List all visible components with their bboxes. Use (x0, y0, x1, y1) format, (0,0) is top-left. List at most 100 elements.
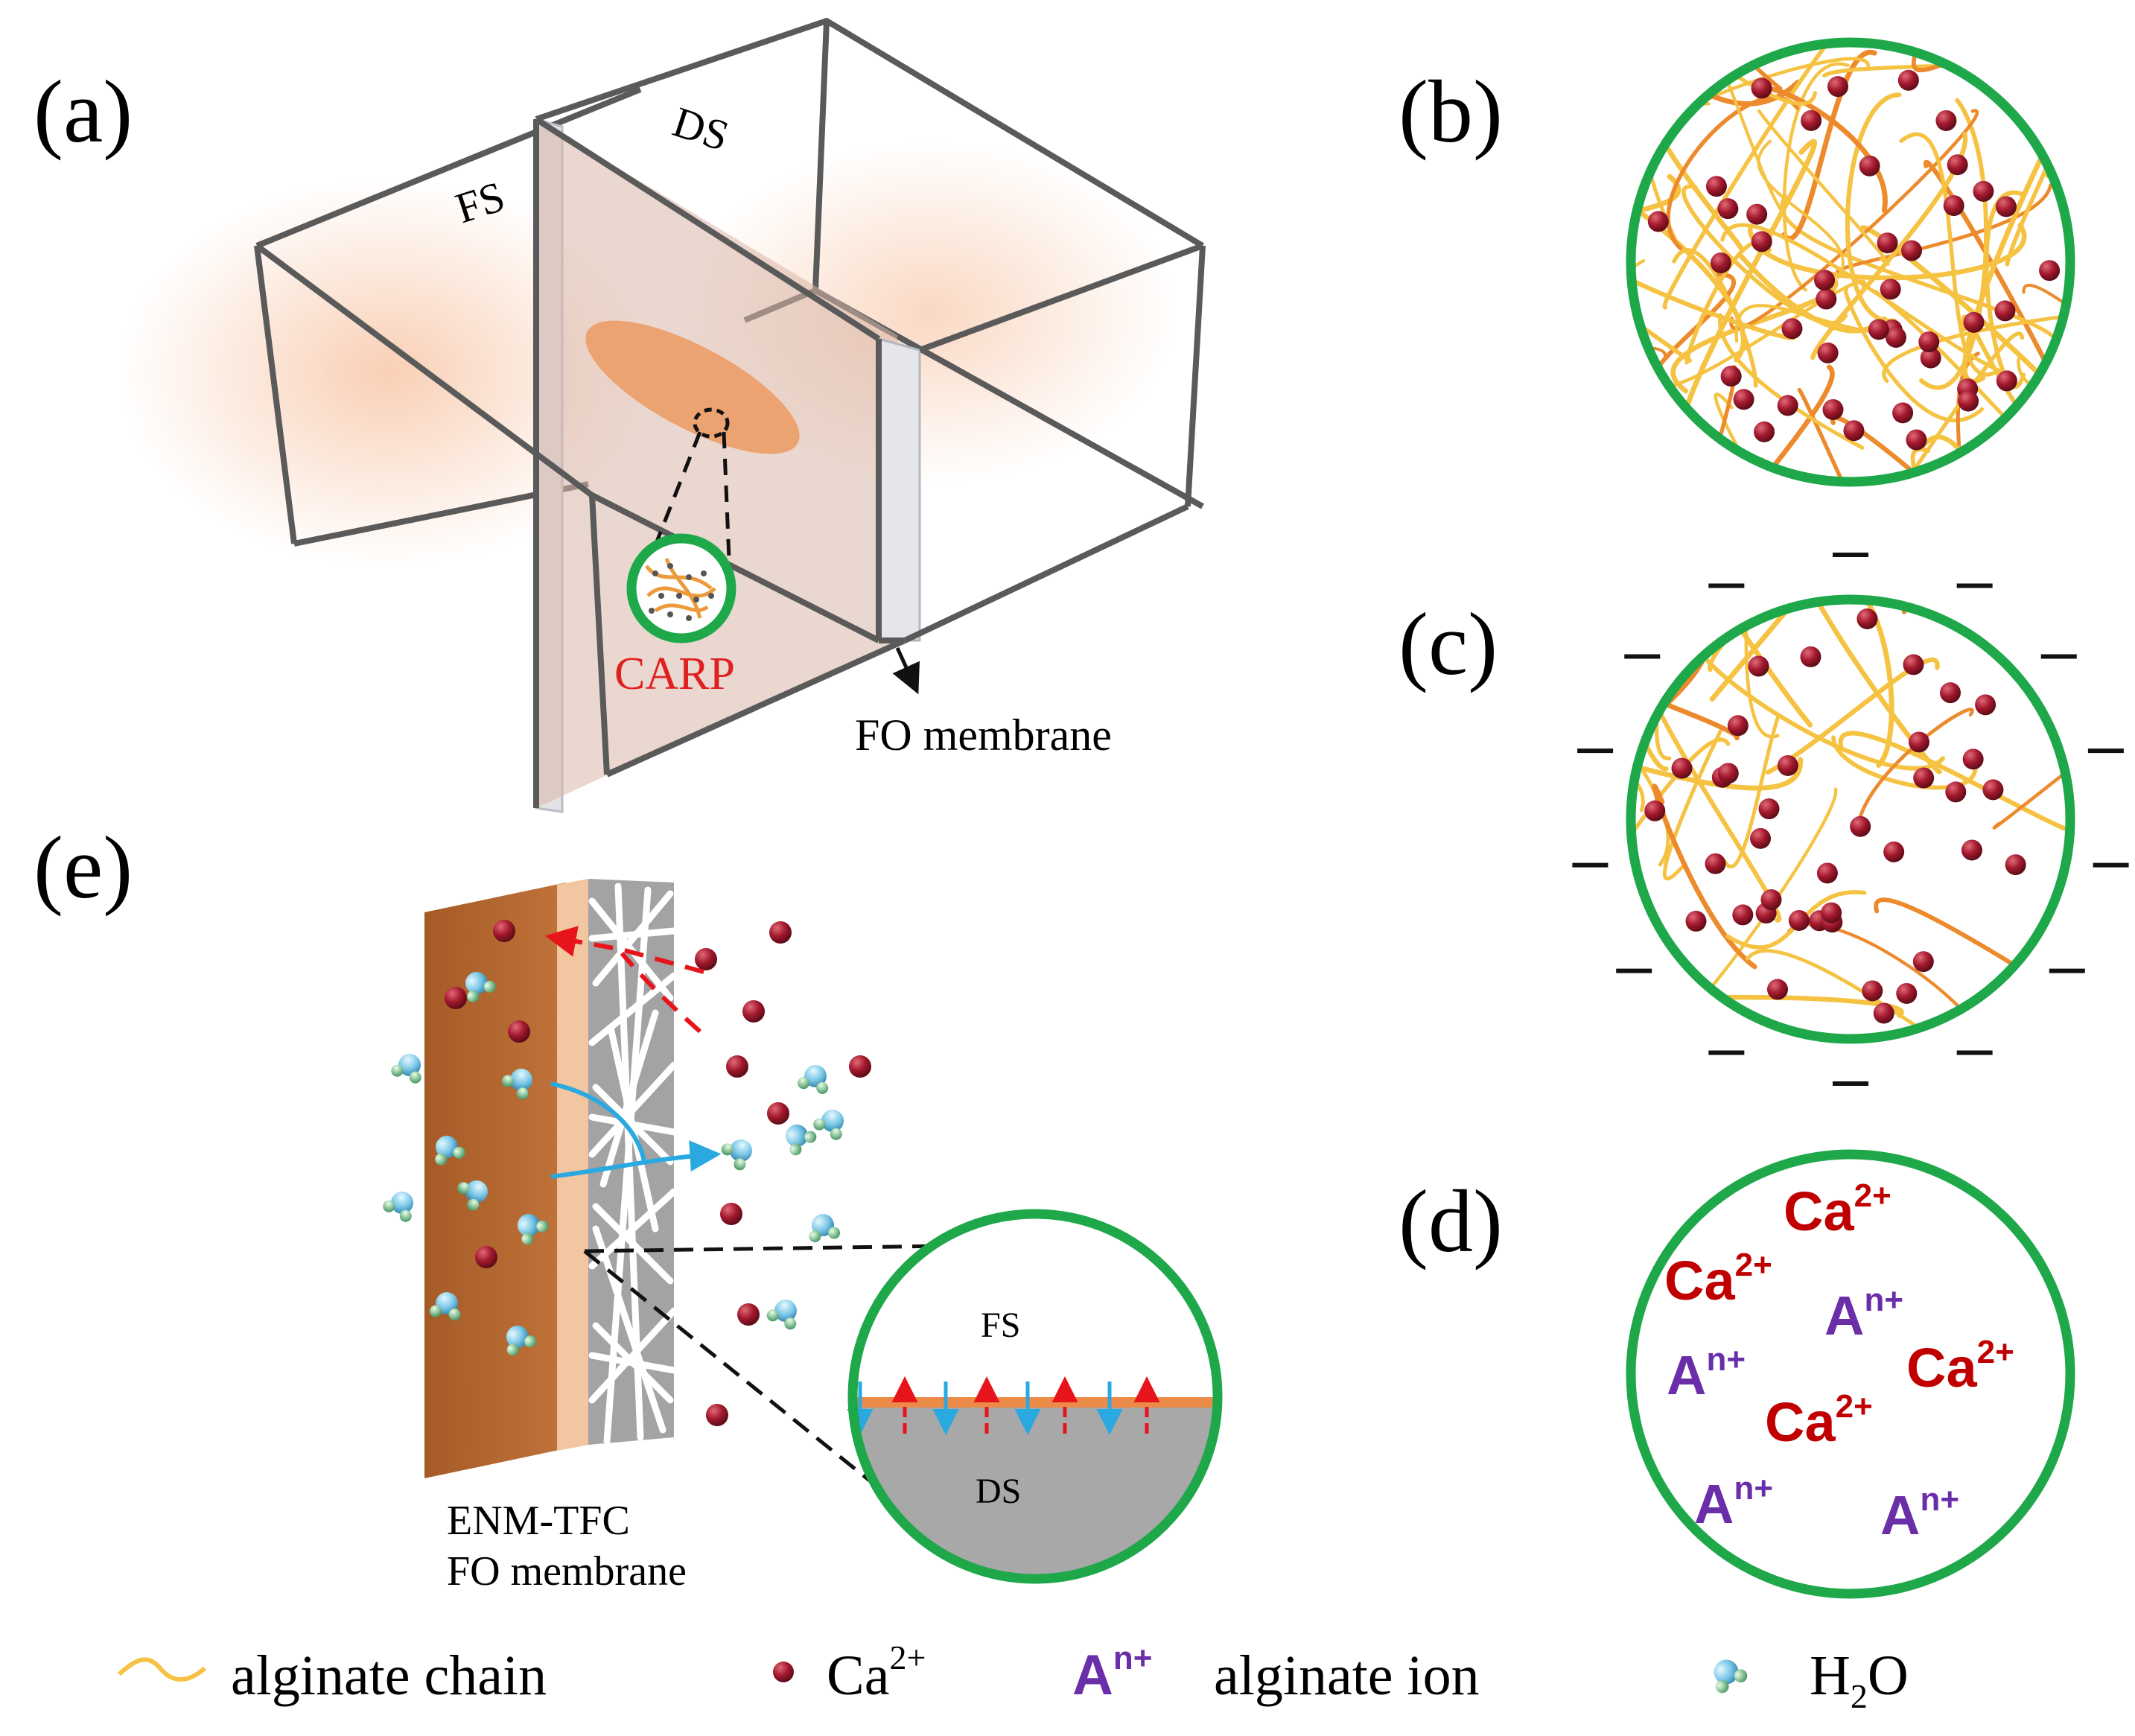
alginate-chain (1631, 182, 1746, 363)
calcium-ion (1896, 982, 1918, 1004)
calcium-ion (726, 1055, 748, 1078)
alginate-chain (1722, 713, 1781, 869)
calcium-ion (1873, 1002, 1894, 1024)
alginate-chain (1838, 731, 2070, 843)
legend-alginate-symbol: An+ (1072, 1640, 1152, 1707)
membrane-zoom-circle: FS DS (847, 1209, 1223, 1584)
calcium-ion (1800, 646, 1821, 667)
calcium-ion (1903, 654, 1924, 675)
calcium-ion (706, 1404, 728, 1426)
fs-glow (119, 179, 655, 566)
calcium-ion (720, 1203, 742, 1225)
zoom-line-lower (583, 1250, 891, 1498)
calcium-ion (1920, 347, 1941, 369)
water-molecule (805, 1211, 841, 1244)
calcium-ion (1906, 429, 1927, 451)
calcium-ion (1644, 800, 1666, 821)
calcium-ion (1913, 767, 1935, 789)
calcium-ion (1732, 904, 1754, 926)
calcium-ion-label: Ca2+ (1765, 1388, 1873, 1453)
calcium-ion (1862, 980, 1883, 1002)
calcium-ion (1717, 763, 1739, 784)
calcium-ion (1918, 331, 1940, 353)
calcium-ion (1995, 196, 2017, 217)
calcium-ion (1973, 180, 1994, 202)
alginate-chain (1631, 346, 1667, 436)
panel-d-circle (1626, 1149, 2075, 1599)
panel-d-label: (d) (1399, 1171, 1503, 1271)
calcium-ion (1945, 781, 1967, 803)
alginate-ion-label: An+ (1667, 1341, 1746, 1406)
calcium-ion (1943, 195, 1964, 217)
panel-b: (b) (1399, 37, 2075, 487)
calcium-ion (1982, 779, 2004, 801)
membrane-name-line1: ENM-TFC (447, 1498, 630, 1544)
enm-tfc-membrane (424, 879, 678, 1478)
legend-water-label: H2O (1810, 1644, 1909, 1715)
panel-c-label: (c) (1399, 594, 1498, 693)
active-layer-edge (557, 879, 588, 1451)
zoom-line-left (649, 431, 702, 556)
water-molecule (719, 1131, 760, 1173)
calcium-ion (1827, 76, 1849, 98)
water-molecule (796, 1061, 834, 1096)
zoom-ds-label: DS (976, 1472, 1021, 1511)
calcium-ion (508, 1020, 530, 1043)
membrane-arrow (892, 646, 920, 695)
calcium-ion (1751, 231, 1772, 252)
calcium-ion (1958, 390, 1979, 412)
calcium-ion (1754, 421, 1775, 442)
alginate-ion-label: An+ (1824, 1282, 1903, 1346)
alginate-chain (1631, 42, 1706, 45)
legend-chain-symbol (117, 1657, 206, 1682)
alginate-chain (1789, 600, 1942, 775)
calcium-ion-label: Ca2+ (1664, 1247, 1772, 1311)
panel-e: (e) (34, 818, 1223, 1594)
alginate-chain (1882, 308, 2070, 384)
water-flux-arrow-lower (550, 1140, 722, 1179)
calcium-ion (849, 1055, 871, 1078)
calcium-ion (1821, 902, 1842, 923)
calcium-ion (1720, 366, 1742, 387)
calcium-ion (1908, 731, 1929, 753)
calcium-ion (1883, 841, 1905, 862)
alginate-chain (1631, 623, 1740, 741)
flux-arrows (847, 1376, 1160, 1435)
panel-c-background (1631, 600, 2070, 1039)
panel-a: (a) (34, 18, 1206, 813)
calcium-ion (1822, 398, 1844, 420)
panel-b-circle (1626, 37, 2075, 487)
calcium-ion (1859, 155, 1880, 177)
water-flux-arrow-upper (550, 1081, 646, 1163)
alginate-chain (1631, 259, 1646, 354)
alginate-chain (1847, 331, 2025, 482)
alginate-chain (1631, 174, 1681, 288)
calcium-ion (1647, 211, 1669, 232)
calcium-ion (1705, 176, 1727, 197)
alginate-chain (1831, 735, 1978, 790)
alginate-chain (1652, 783, 1757, 970)
calcium-ion (695, 948, 717, 970)
calcium-ion (1880, 279, 1901, 300)
calcium-ion (1748, 655, 1769, 677)
panel-d: (d) Ca2+Ca2+An+Ca2+An+Ca2+An+An+ (1399, 1149, 2075, 1599)
alginate-chain (1709, 600, 1879, 702)
calcium-ion (1777, 754, 1798, 776)
calcium-ion (742, 1000, 765, 1023)
zoom-line-right (722, 431, 732, 578)
alginate-chain (1631, 737, 1731, 963)
calcium-ion-label: Ca2+ (1906, 1334, 2014, 1399)
water-molecule (811, 1103, 852, 1142)
calcium-ion (1788, 909, 1810, 931)
calcium-ion (445, 987, 467, 1009)
alginate-chain (1920, 434, 2069, 482)
alginate-chain (1830, 415, 2021, 482)
alginate-chain (1797, 387, 1941, 482)
calcium-ion (1710, 252, 1731, 273)
calcium-ion (1856, 608, 1878, 629)
alginate-chain (1631, 42, 1817, 106)
panel-e-label: (e) (34, 818, 133, 917)
alginate-chain (1919, 98, 1989, 390)
ds-label: DS (667, 98, 735, 161)
